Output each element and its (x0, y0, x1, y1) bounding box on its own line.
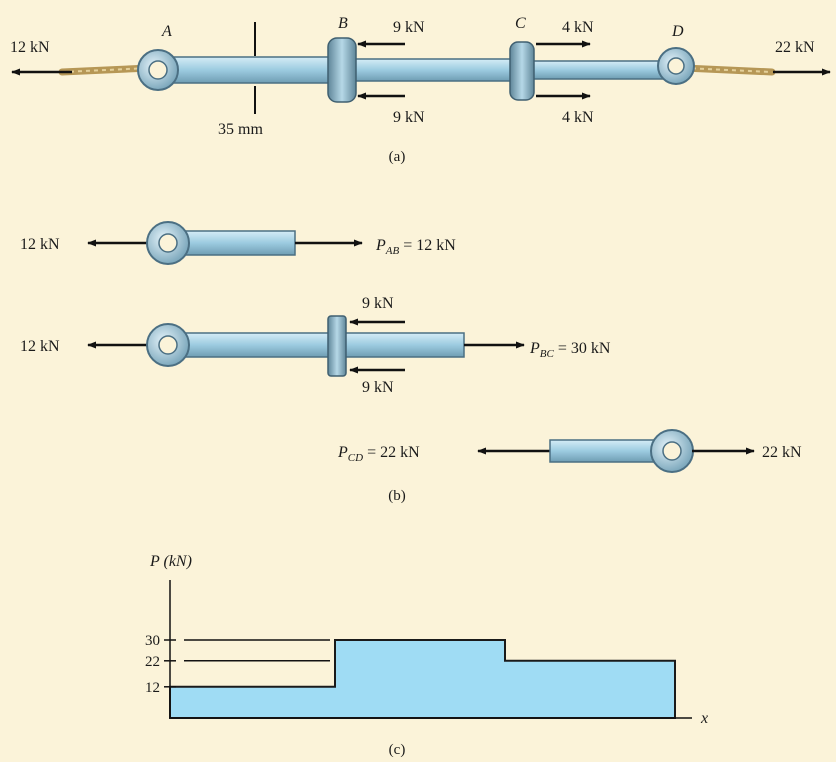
x-axis-label: x (700, 710, 708, 727)
left-rope (58, 64, 154, 76)
part-c: 30 22 12 P (kN) x (c) (145, 553, 708, 758)
y-tick-label-22: 22 (145, 654, 160, 670)
dimension-label: 35 mm (218, 121, 263, 138)
point-b-label: B (338, 15, 348, 32)
bar-cd (527, 60, 675, 80)
bc-bar (167, 332, 465, 358)
collar-c (509, 41, 535, 101)
caption-b: (b) (388, 488, 406, 504)
eye-d (657, 47, 695, 85)
part-b: 12 kN PAB = 12 kN 12 kN 9 kN 9 kN PBC = … (20, 221, 802, 504)
left-force-label: 12 kN (10, 39, 50, 56)
point-a-label: A (161, 23, 172, 40)
c-top-force-label: 4 kN (562, 19, 594, 36)
y-axis-label: P (kN) (149, 553, 192, 570)
eye-a (137, 49, 179, 91)
bc-collar (327, 315, 347, 377)
fbd-cd: PCD = 22 kN 22 kN (337, 429, 802, 473)
fbd-bc: 12 kN 9 kN 9 kN PBC = 30 kN (20, 295, 611, 396)
y-tick-label-30: 30 (145, 633, 160, 649)
c-bottom-force-label: 4 kN (562, 109, 594, 126)
right-force-label: 22 kN (775, 39, 815, 56)
bc-top-force-label: 9 kN (362, 295, 394, 312)
y-tick-label-12: 12 (145, 680, 160, 696)
collar-b (327, 37, 357, 103)
normal-force-area (169, 639, 676, 719)
ab-internal-force-label: PAB = 12 kN (375, 237, 456, 257)
b-top-force-label: 9 kN (393, 19, 425, 36)
point-d-label: D (671, 23, 684, 40)
y-ticks: 30 22 12 (145, 633, 176, 696)
point-c-label: C (515, 15, 526, 32)
bar-bc (347, 58, 524, 82)
caption-a: (a) (389, 149, 406, 165)
right-rope (680, 64, 776, 76)
bc-internal-force-label: PBC = 30 kN (529, 340, 611, 360)
guide-lines (184, 639, 330, 662)
bc-left-force-label: 12 kN (20, 338, 60, 355)
bc-bottom-force-label: 9 kN (362, 379, 394, 396)
caption-c: (c) (389, 742, 406, 758)
part-a: 12 kN 22 kN A B C D 9 kN 9 kN 4 kN 4 kN … (10, 15, 831, 165)
cd-internal-force-label: PCD = 22 kN (337, 444, 420, 464)
bar-ab (159, 56, 339, 84)
ab-left-force-label: 12 kN (20, 236, 60, 253)
cd-right-force-label: 22 kN (762, 444, 802, 461)
fbd-ab: 12 kN PAB = 12 kN (20, 221, 456, 265)
b-bottom-force-label: 9 kN (393, 109, 425, 126)
